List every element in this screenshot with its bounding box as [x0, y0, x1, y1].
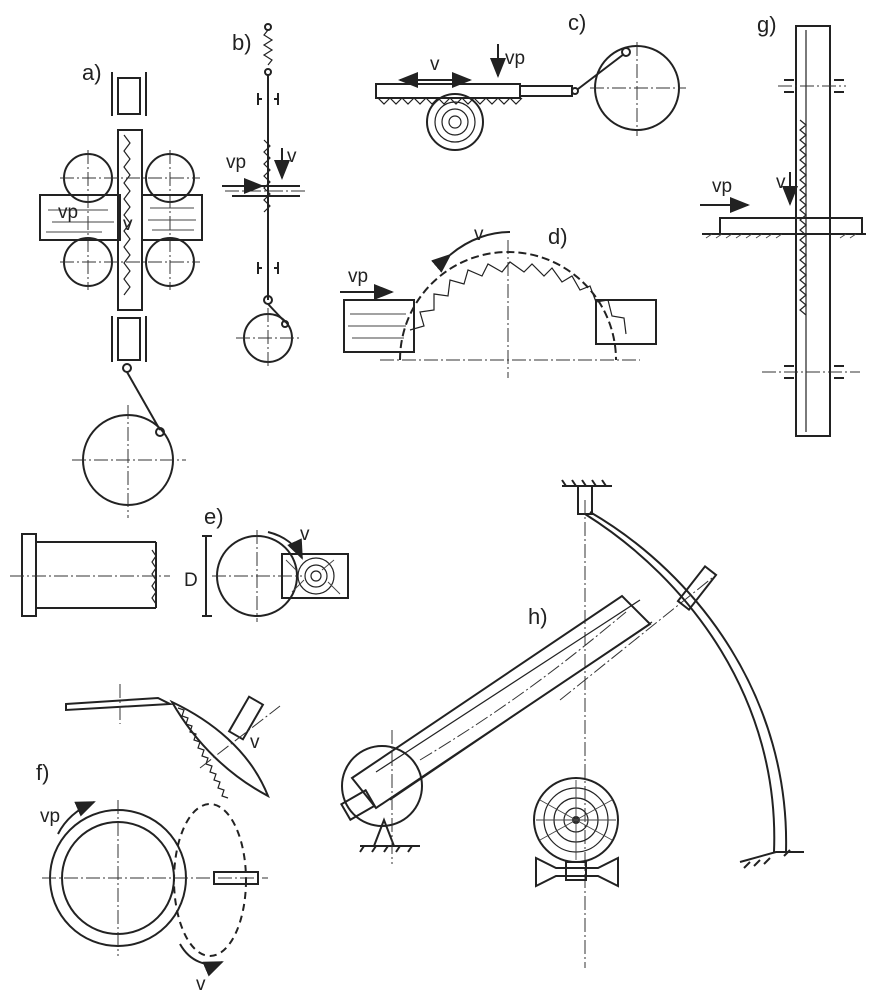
- log-support-h: [535, 856, 619, 888]
- label-d: d): [548, 224, 568, 249]
- saw-teeth-d: [409, 261, 627, 335]
- log-block-e: [281, 553, 349, 599]
- symbol-vp-b: vp: [226, 152, 246, 173]
- table-f: [65, 696, 174, 712]
- symbol-v-f: v: [250, 732, 260, 753]
- workpiece-left: [39, 194, 121, 241]
- workpiece-d-left: [343, 299, 415, 353]
- symbol-D: D: [184, 570, 198, 591]
- motor-cap: [340, 788, 376, 822]
- connecting-rod-a: [126, 371, 161, 431]
- symbol-v-f2: v: [196, 974, 206, 995]
- symbol-vp-g: vp: [712, 176, 732, 197]
- swing-arm: [350, 594, 652, 810]
- connecting-rod-c: [577, 53, 625, 90]
- feed-rotation-arrow-f: [57, 801, 96, 835]
- label-h: h): [528, 604, 548, 629]
- panel-h-pendulum-saw: h): [340, 479, 804, 968]
- drum-flange: [21, 533, 37, 617]
- label-b: b): [232, 30, 252, 55]
- saw-arm-c: [519, 85, 573, 97]
- spring: [262, 29, 274, 66]
- panel-e-drum-saw: e) D v: [10, 504, 349, 622]
- pivot-base: [372, 817, 396, 847]
- shaft-f: [213, 871, 259, 885]
- saw-teeth-c: [377, 97, 523, 105]
- label-e: e): [204, 504, 224, 529]
- top-guide: [117, 77, 141, 115]
- saw-teeth: [123, 134, 131, 296]
- label-a: a): [82, 60, 102, 85]
- ground-h-right: [739, 849, 804, 869]
- curved-guide-outer: [584, 513, 776, 853]
- panel-c-reciprocating-saw: c) v vp: [375, 10, 686, 151]
- symbol-v-c: v: [430, 54, 440, 75]
- log-c: [426, 93, 484, 151]
- panel-a-frame-saw: a) vp v: [39, 60, 203, 518]
- symbol-v-b: v: [287, 146, 297, 167]
- symbol-vp-c: vp: [505, 48, 525, 69]
- symbol-v-e: v: [300, 524, 310, 545]
- label-f: f): [36, 760, 49, 785]
- saw-disc-f-upper: [169, 699, 270, 799]
- saw-blade-c: [375, 83, 521, 99]
- panel-g-band-saw: g) vp v: [700, 12, 866, 437]
- symbol-v-a: v: [123, 214, 133, 235]
- rotation-arrow-e: [267, 531, 303, 560]
- saw-teeth-b: [263, 139, 271, 213]
- label-g: g): [757, 12, 777, 37]
- symbol-v-g: v: [776, 172, 786, 193]
- band-wheel-frame: [795, 25, 831, 437]
- spindle-f: [227, 695, 265, 741]
- bottom-guide: [117, 317, 141, 361]
- panel-f-disc-saw: f) v vp v: [36, 684, 281, 995]
- symbol-vp-f: vp: [40, 806, 60, 827]
- rotation-arrow-d: [431, 231, 511, 273]
- symbol-vp-a: vp: [58, 202, 78, 223]
- arm-shaft-h: [676, 564, 718, 612]
- panel-d-circular-saw: d) vp v: [340, 224, 657, 378]
- saw-disc-f-lower: [173, 803, 247, 957]
- label-c: c): [568, 10, 586, 35]
- panel-b-spring-saw: b) vp v: [222, 23, 308, 368]
- lower-guide-b: [257, 262, 279, 274]
- upper-guide-b: [257, 93, 279, 105]
- workpiece-right: [141, 194, 203, 241]
- cut-rotation-arrow-f: [179, 943, 224, 977]
- curved-guide-inner: [589, 511, 788, 853]
- symbol-vp-d: vp: [348, 266, 368, 287]
- drum-body: [36, 541, 157, 609]
- workpiece-d-right: [595, 299, 657, 345]
- symbol-v-d: v: [474, 224, 484, 245]
- dimension-line-d: [202, 535, 212, 617]
- workpiece-g: [719, 217, 863, 235]
